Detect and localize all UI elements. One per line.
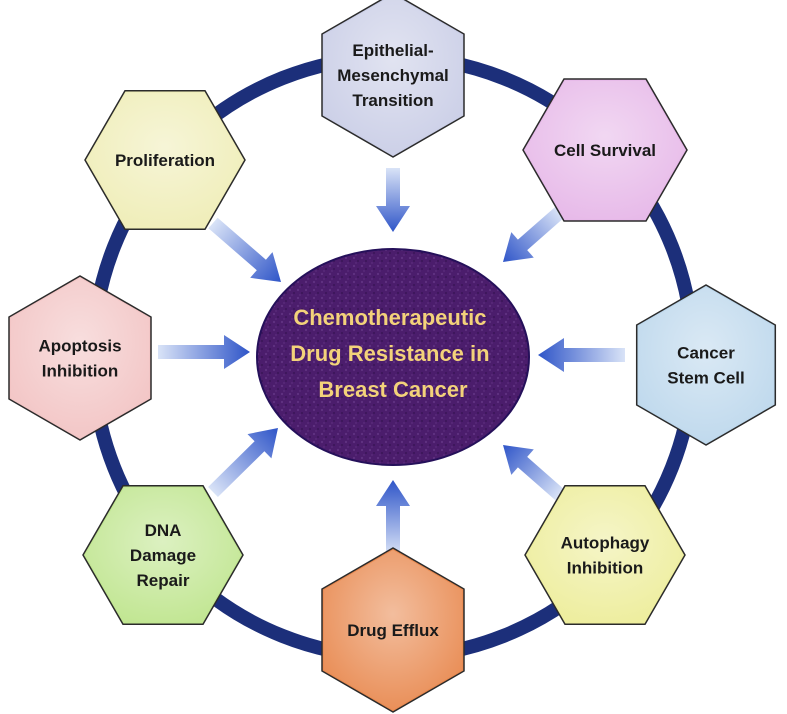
label-line-emt-3: Transition xyxy=(352,91,433,110)
center-label-line-1: Chemotherapeutic xyxy=(293,305,486,330)
arrow-group xyxy=(158,168,625,555)
label-line-cell-survival-1: Cell Survival xyxy=(554,141,656,160)
center-ellipse xyxy=(256,248,530,466)
center-label-line-2: Drug Resistance in xyxy=(290,341,489,366)
arrow-cancer-stem-cell xyxy=(538,338,625,372)
arrow-dna-damage-repair xyxy=(208,428,278,497)
hexagon-shine-drug-efflux xyxy=(323,550,463,710)
arrow-autophagy-inhibition xyxy=(503,445,565,501)
label-line-apoptosis-inhibition-1: Apoptosis xyxy=(38,337,121,356)
label-line-dna-damage-repair-3: Repair xyxy=(137,571,190,590)
arrow-drug-efflux xyxy=(376,480,410,555)
label-drug-efflux: Drug Efflux xyxy=(347,621,439,640)
center-label: Chemotherapeutic Drug Resistance in Brea… xyxy=(290,305,495,402)
label-line-dna-damage-repair-2: Damage xyxy=(130,546,196,565)
label-line-proliferation-1: Proliferation xyxy=(115,151,215,170)
label-cell-survival: Cell Survival xyxy=(554,141,656,160)
arrow-apoptosis-inhibition xyxy=(158,335,250,369)
label-line-cancer-stem-cell-2: Stem Cell xyxy=(667,369,744,388)
label-line-apoptosis-inhibition-2: Inhibition xyxy=(42,362,118,381)
hexagon-shine-cell-survival xyxy=(525,80,685,220)
label-line-dna-damage-repair-1: DNA xyxy=(145,521,182,540)
hexagon-shine-proliferation xyxy=(87,92,243,228)
arrow-emt xyxy=(376,168,410,232)
arrow-cell-survival xyxy=(503,206,565,262)
center-label-line-3: Breast Cancer xyxy=(318,377,468,402)
label-line-cancer-stem-cell-1: Cancer xyxy=(677,344,735,363)
label-line-autophagy-inhibition-2: Inhibition xyxy=(567,559,643,578)
node-drug-efflux: Drug Efflux xyxy=(321,547,465,713)
hexagon-shine-dna-damage-repair xyxy=(85,487,241,623)
center-node: Chemotherapeutic Drug Resistance in Brea… xyxy=(256,248,530,466)
label-line-drug-efflux-1: Drug Efflux xyxy=(347,621,439,640)
hexagon-shine-emt xyxy=(323,0,463,155)
hexagon-shine-cancer-stem-cell xyxy=(638,287,774,443)
arrow-proliferation xyxy=(208,217,281,282)
label-line-emt-1: Epithelial- xyxy=(352,41,433,60)
label-proliferation: Proliferation xyxy=(115,151,215,170)
hexagon-shine-apoptosis-inhibition xyxy=(10,278,150,438)
label-line-emt-2: Mesenchymal xyxy=(337,66,449,85)
node-cell-survival: Cell Survival xyxy=(522,78,688,222)
node-proliferation: Proliferation xyxy=(84,89,246,231)
hexagon-shine-autophagy-inhibition xyxy=(527,487,683,623)
label-line-autophagy-inhibition-1: Autophagy xyxy=(561,534,650,553)
